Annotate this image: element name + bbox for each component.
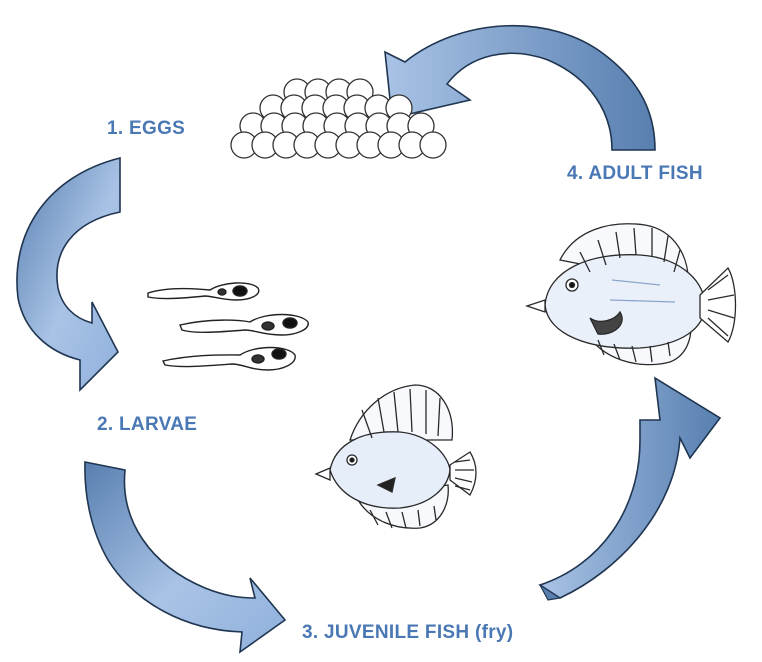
stage-label-larvae: 2. LARVAE (97, 414, 197, 436)
stage-label-eggs: 1. EGGS (107, 118, 185, 140)
cycle-arrow-icon (17, 158, 120, 390)
cycle-arrow-icon (540, 378, 720, 600)
larva-icon (163, 348, 295, 371)
stage-label-adult-fish: 4. ADULT FISH (567, 163, 703, 185)
larva-icon (180, 315, 308, 336)
egg (420, 132, 446, 158)
stage-label-juvenile-fish: 3. JUVENILE FISH (fry) (302, 622, 513, 644)
juvenile-fish-icon (316, 385, 476, 528)
adult-fish-icon (527, 224, 736, 365)
cycle-arrow-icon (85, 462, 285, 652)
larva-icon (148, 283, 259, 300)
